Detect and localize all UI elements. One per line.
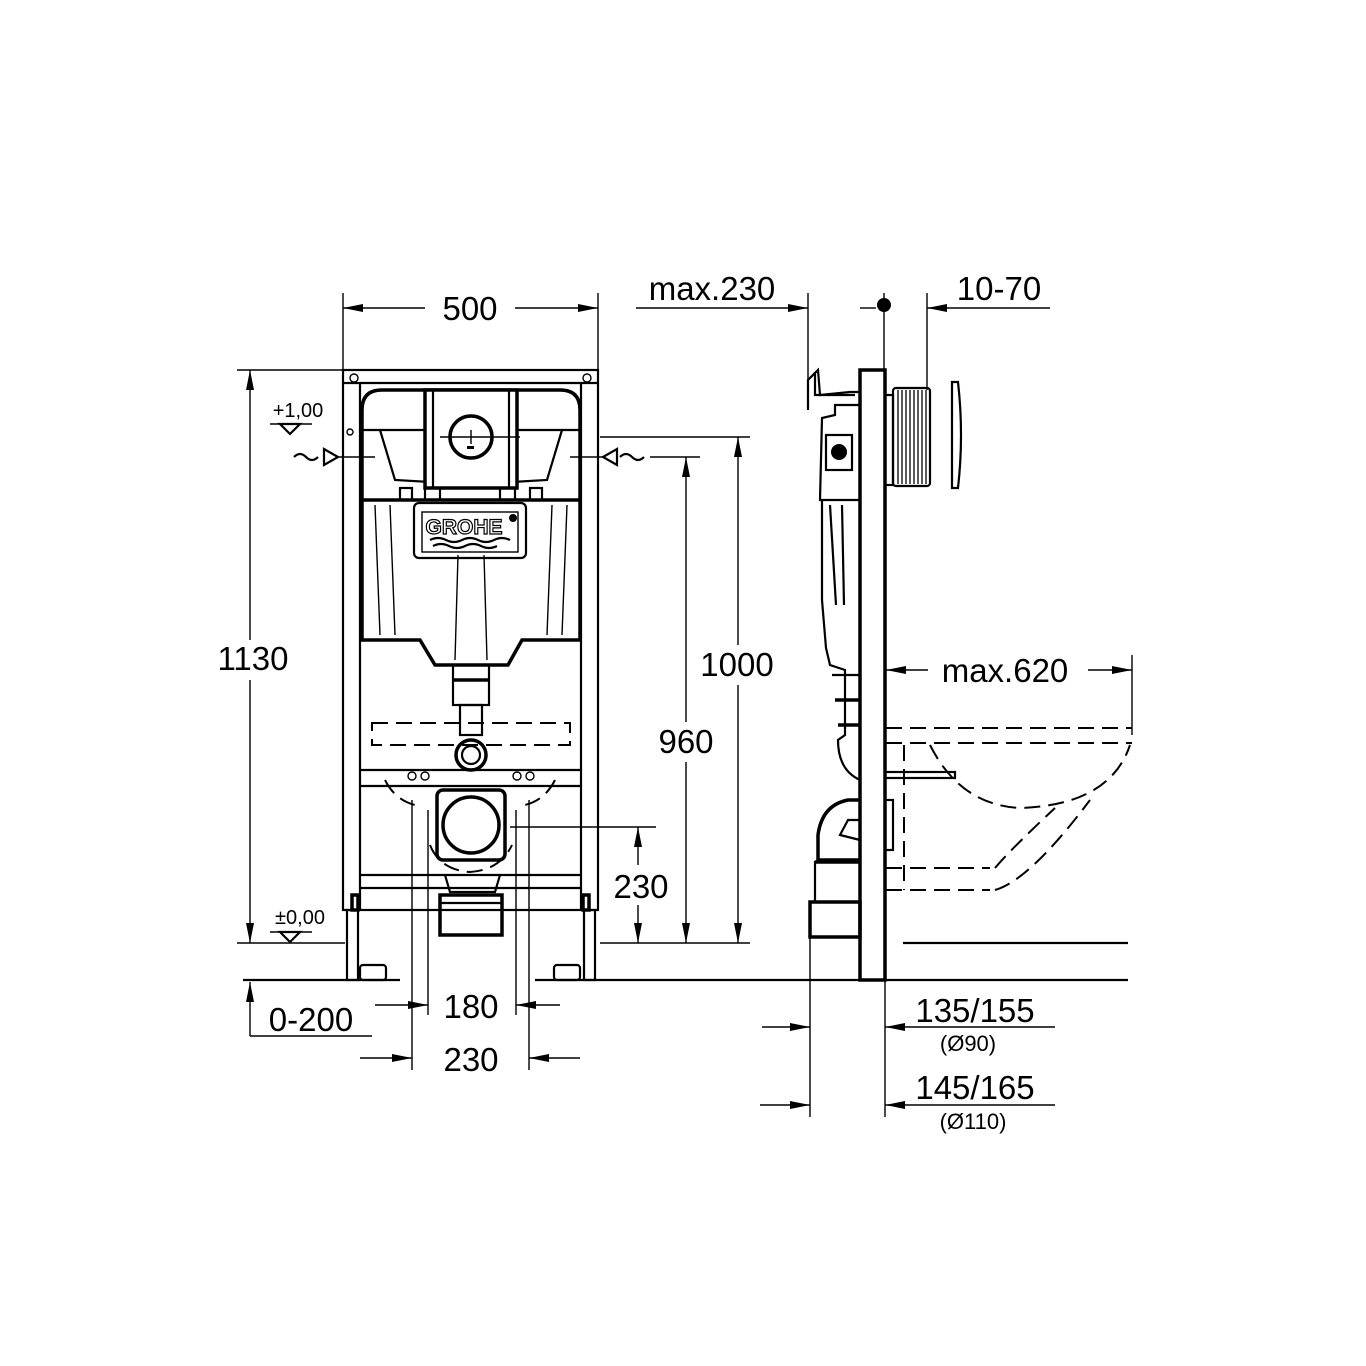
dimension-height-1130: 1130 — [218, 369, 345, 944]
dimension-plate-offset: 10-70 — [860, 270, 1050, 390]
flush-plate-side — [891, 380, 963, 490]
floor-adjust-label: 0-200 — [269, 1001, 353, 1038]
front-view-frame — [341, 368, 600, 982]
bolt-spacing-outer-label: 230 — [443, 1041, 498, 1078]
height-960-label: 960 — [658, 723, 713, 760]
dimension-bolt-230: 230 — [360, 800, 580, 1078]
drain-bend-side — [808, 770, 957, 939]
dimension-depth-max230: max.230 — [636, 270, 809, 410]
level-mark-top: +1,00 — [270, 400, 324, 436]
height-label: 1130 — [218, 640, 289, 677]
actuator-box — [423, 388, 520, 490]
dimension-bolt-180: 180 — [375, 810, 560, 1025]
depth-max-label: max.230 — [649, 270, 776, 307]
width-label: 500 — [442, 290, 497, 327]
water-inlet-markers — [293, 428, 645, 467]
bolt-spacing-label: 180 — [443, 988, 498, 1025]
drain-height-label: 230 — [613, 868, 668, 905]
toilet-bowl-outline — [886, 727, 1132, 891]
pipe-110-label: 145/165 — [915, 1069, 1034, 1106]
dimension-height-1000: 1000 — [600, 436, 774, 944]
dimension-height-960: 960 — [650, 456, 714, 943]
drain-front — [384, 771, 556, 937]
pipe-90-diameter: (Ø90) — [940, 1031, 996, 1056]
dimension-pipe-offsets: 135/155 (Ø90) 145/165 (Ø110) — [760, 937, 1055, 1134]
plate-offset-label: 10-70 — [957, 270, 1041, 307]
level-top-label: +1,00 — [273, 400, 324, 422]
level-mark-floor: ±0,00 — [270, 907, 325, 944]
side-view-frame — [806, 367, 895, 982]
height-1000-label: 1000 — [700, 646, 773, 683]
floor-lines — [243, 941, 1128, 982]
pipe-90-label: 135/155 — [915, 992, 1034, 1029]
bowl-projection-label: max.620 — [942, 652, 1069, 689]
logo-text: GROHE — [425, 516, 502, 539]
dimension-drain-height-230: 230 — [510, 826, 669, 943]
grohe-logo: GROHE — [412, 501, 528, 560]
flush-pipe-front — [371, 663, 571, 772]
pipe-110-diameter: (Ø110) — [940, 1109, 1007, 1134]
dimension-width-500: 500 — [342, 290, 599, 370]
dimension-floor-adjust: 0-200 — [246, 982, 372, 1038]
level-floor-label: ±0,00 — [275, 907, 325, 929]
dimension-bowl-max620: max.620 — [886, 652, 1133, 735]
